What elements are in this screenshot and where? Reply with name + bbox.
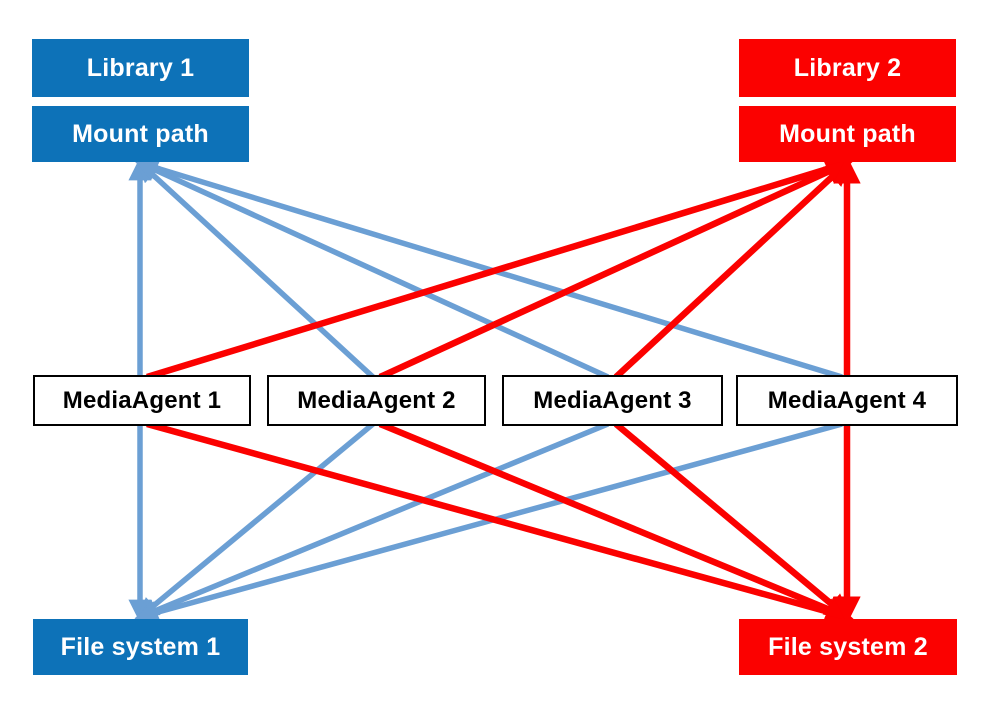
edge-file_system2-media_agent_3 (613, 421, 853, 622)
node-file-system-1-label: File system 1 (60, 632, 221, 661)
edge-mount_path1-media_agent_2 (135, 159, 375, 380)
node-media-agent-1-label: MediaAgent 1 (62, 386, 222, 414)
blue-edge-group (128, 157, 843, 624)
node-library-2-label: Library 2 (793, 53, 902, 82)
node-media-agent-3-label: MediaAgent 3 (533, 386, 692, 414)
node-media-agent-1: MediaAgent 1 (33, 375, 251, 426)
edge-mount_path2-media_agent_2 (378, 159, 854, 380)
node-mount-path-1: Mount path (32, 106, 249, 162)
node-file-system-2-label: File system 2 (768, 632, 928, 661)
edge-file_system2-media_agent_2 (378, 420, 854, 622)
node-file-system-1: File system 1 (33, 619, 248, 675)
node-library-1-label: Library 1 (86, 53, 195, 82)
node-media-agent-2: MediaAgent 2 (267, 375, 486, 426)
node-library-2: Library 2 (739, 39, 956, 97)
edge-file_system1-media_agent_2 (135, 421, 375, 621)
edge-mount_path2-media_agent_1 (146, 155, 854, 381)
edge-file_system2-media_agent_1 (146, 420, 854, 625)
edge-file_system1-media_agent_3 (134, 421, 610, 622)
node-media-agent-4-label: MediaAgent 4 (767, 386, 927, 414)
node-mount-path-2-label: Mount path (779, 119, 916, 148)
edge-mount_path2-media_agent_3 (613, 158, 853, 380)
node-mount-path-1-label: Mount path (72, 119, 209, 148)
node-file-system-2: File system 2 (739, 619, 957, 675)
node-media-agent-2-label: MediaAgent 2 (297, 386, 456, 414)
red-edge-group (146, 155, 861, 625)
node-mount-path-2: Mount path (739, 106, 956, 162)
node-media-agent-3: MediaAgent 3 (502, 375, 723, 426)
node-library-1: Library 1 (32, 39, 249, 97)
node-media-agent-4: MediaAgent 4 (736, 375, 958, 426)
edge-mount_path1-media_agent_3 (134, 159, 610, 380)
